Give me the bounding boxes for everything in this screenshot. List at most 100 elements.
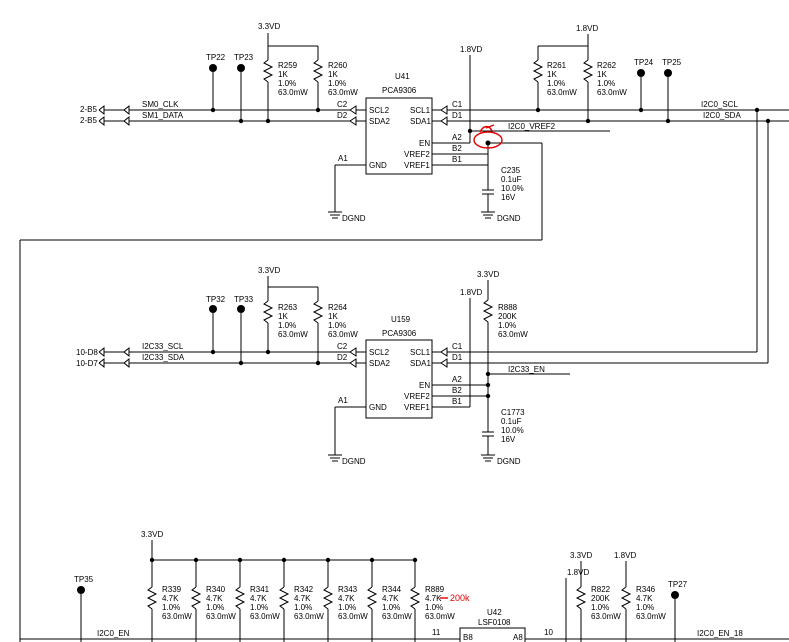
pullup-label-val: 4.7K — [206, 594, 223, 603]
svg-text:DGND: DGND — [497, 214, 521, 223]
svg-text:R263: R263 — [278, 303, 298, 312]
pullup-label-tol: 1.0% — [250, 603, 268, 612]
svg-text:SCL1: SCL1 — [410, 348, 431, 357]
net-sm1-data: SM1_DATA — [142, 111, 184, 120]
svg-text:TP33: TP33 — [234, 295, 254, 304]
net-i2c0-scl: I2C0_SCL — [701, 100, 738, 109]
svg-text:B8: B8 — [463, 633, 473, 642]
svg-text:1K: 1K — [547, 70, 557, 79]
pullup-label-pwr: 63.0mW — [338, 612, 368, 621]
r259-ref: R259 — [278, 61, 298, 70]
rail-label-1v8-top: 1.8VD — [576, 24, 598, 33]
net-i2c33-en: I2C33_EN — [508, 365, 545, 374]
svg-text:DGND: DGND — [497, 457, 521, 466]
svg-text:R264: R264 — [328, 303, 348, 312]
resistor-r261 — [532, 59, 544, 83]
svg-text:SDA1: SDA1 — [410, 117, 431, 126]
svg-text:1K: 1K — [328, 312, 338, 321]
svg-text:SDA2: SDA2 — [369, 359, 390, 368]
svg-text:R261: R261 — [547, 61, 567, 70]
svg-text:D2: D2 — [337, 353, 348, 362]
svg-text:63.0mW: 63.0mW — [328, 88, 358, 97]
svg-text:1.0%: 1.0% — [597, 79, 615, 88]
offpage-2b5-b: 2-B5 — [80, 116, 97, 125]
resistor-r340 — [190, 586, 202, 610]
svg-text:200K: 200K — [591, 594, 610, 603]
ic-u159 — [365, 339, 433, 419]
svg-text:SDA1: SDA1 — [410, 359, 431, 368]
pullup-label-val: 4.7K — [382, 594, 399, 603]
pullup-label-pwr: 63.0mW — [250, 612, 280, 621]
svg-text:C2: C2 — [337, 342, 348, 351]
svg-text:TP22: TP22 — [206, 53, 226, 62]
svg-text:A2: A2 — [452, 133, 462, 142]
svg-text:63.0mW: 63.0mW — [328, 330, 358, 339]
svg-text:SDA2: SDA2 — [369, 117, 390, 126]
svg-text:A1: A1 — [338, 154, 348, 163]
svg-text:10.0%: 10.0% — [501, 426, 524, 435]
testpoint-tp23 — [237, 64, 245, 72]
svg-text:SCL1: SCL1 — [410, 106, 431, 115]
svg-text:4.7K: 4.7K — [636, 594, 653, 603]
u42-ref: U42 — [487, 608, 502, 617]
svg-text:C2: C2 — [337, 100, 348, 109]
u41-part: PCA9306 — [382, 86, 417, 95]
section-u159: 3.3VD R263 1K 1.0% 63.0mW R264 1K 1.0% 6… — [76, 266, 768, 466]
pullup-label-tol: 1.0% — [162, 603, 180, 612]
svg-text:1.0%: 1.0% — [547, 79, 565, 88]
svg-text:SCL2: SCL2 — [369, 106, 390, 115]
pullup-label-tol: 1.0% — [206, 603, 224, 612]
svg-text:1K: 1K — [597, 70, 607, 79]
svg-text:63.0mW: 63.0mW — [547, 88, 577, 97]
u42-part: LSF0108 — [478, 618, 511, 627]
pullup-label-ref: R342 — [294, 585, 314, 594]
testpoint-tp35 — [77, 586, 85, 594]
svg-text:1.8VD: 1.8VD — [567, 568, 589, 577]
svg-text:10: 10 — [544, 628, 553, 637]
resistor-r263 — [262, 300, 274, 324]
net-i2c0-vref2: I2C0_VREF2 — [508, 122, 556, 131]
svg-text:1K: 1K — [278, 70, 288, 79]
pullup-label-ref: R344 — [382, 585, 402, 594]
pullup-label-tol: 1.0% — [425, 603, 443, 612]
offpage-2b5-a: 2-B5 — [80, 105, 97, 114]
svg-text:R888: R888 — [498, 303, 518, 312]
svg-text:R346: R346 — [636, 585, 656, 594]
svg-text:1.0%: 1.0% — [636, 603, 654, 612]
testpoint-tp27 — [671, 591, 679, 599]
pullup-label-val: 4.7K — [294, 594, 311, 603]
svg-text:16V: 16V — [501, 435, 516, 444]
svg-text:C1: C1 — [452, 342, 463, 351]
net-sm0-clk: SM0_CLK — [142, 100, 179, 109]
svg-text:GND: GND — [369, 161, 387, 170]
u159-ref: U159 — [391, 315, 411, 324]
pullup-label-pwr: 63.0mW — [162, 612, 192, 621]
svg-text:63.0mW: 63.0mW — [278, 88, 308, 97]
annotation-circle — [473, 131, 503, 149]
svg-text:63.0mW: 63.0mW — [636, 612, 666, 621]
pullup-label-val: 4.7K — [250, 594, 267, 603]
svg-text:1.0%: 1.0% — [328, 321, 346, 330]
cap-c235: C235 — [501, 166, 521, 175]
pullup-label-pwr: 63.0mW — [425, 612, 455, 621]
resistor-r346 — [620, 586, 632, 610]
u41-ref: U41 — [395, 72, 410, 81]
resistor-r259 — [262, 59, 274, 83]
svg-text:11: 11 — [432, 628, 441, 637]
resistor-r342 — [278, 586, 290, 610]
svg-text:1K: 1K — [278, 312, 288, 321]
resistor-r822 — [575, 586, 587, 610]
svg-text:D1: D1 — [452, 111, 463, 120]
testpoint-tp25 — [664, 69, 672, 77]
svg-text:1.8VD: 1.8VD — [460, 288, 482, 297]
rail-label-1v8-u41: 1.8VD — [460, 45, 482, 54]
svg-text:63.0mW: 63.0mW — [597, 88, 627, 97]
svg-text:TP25: TP25 — [662, 58, 682, 67]
svg-text:A2: A2 — [452, 375, 462, 384]
offpage-10d7: 10-D7 — [76, 359, 98, 368]
svg-text:C1: C1 — [452, 100, 463, 109]
svg-text:TP23: TP23 — [234, 53, 254, 62]
pullup-label-pwr: 63.0mW — [382, 612, 412, 621]
svg-text:10.0%: 10.0% — [501, 184, 524, 193]
